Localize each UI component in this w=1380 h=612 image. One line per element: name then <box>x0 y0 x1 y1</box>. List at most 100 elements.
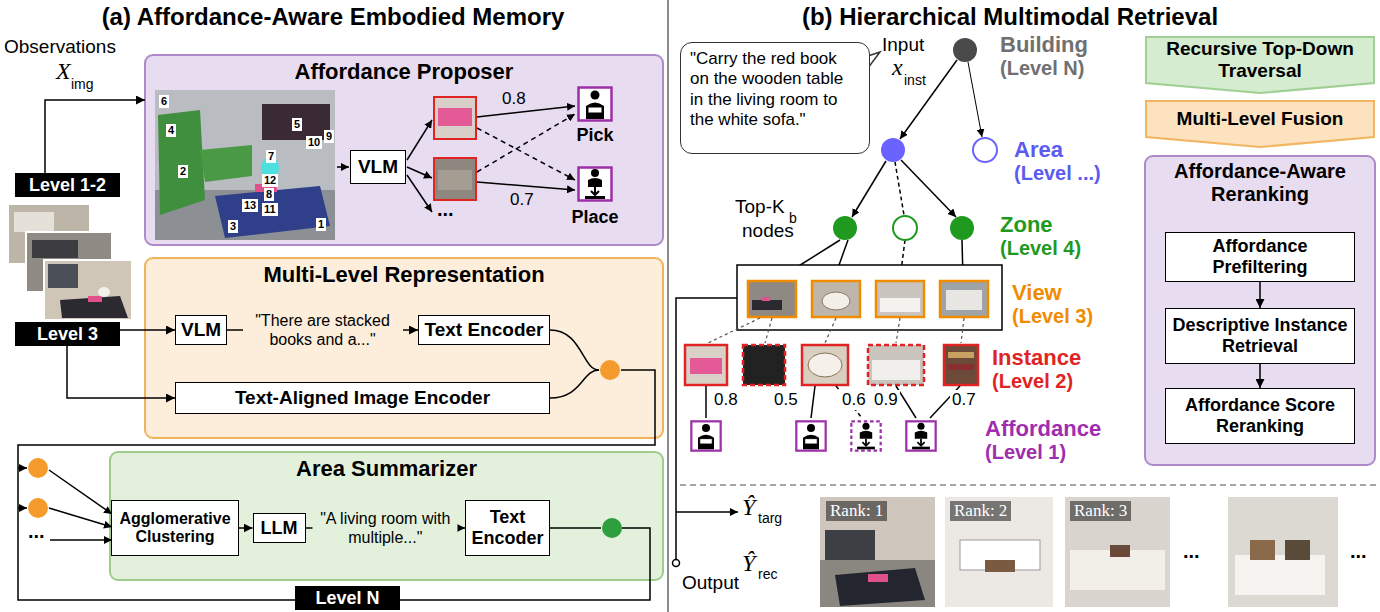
embedding-dots <box>28 498 48 518</box>
instance-crops <box>961 318 964 343</box>
view-thumbnails <box>812 281 860 317</box>
observation-photos <box>98 287 110 297</box>
proposer-wires <box>407 175 432 212</box>
level-tag: Level 1-2 <box>15 173 120 197</box>
callout-number: 12 <box>262 174 278 187</box>
node-label: Place <box>571 207 618 228</box>
observation-photos <box>32 240 78 258</box>
proposer-wires <box>407 167 432 178</box>
connector-arrow <box>45 100 145 173</box>
hierarchy-tree <box>893 216 917 240</box>
hierarchy-tree <box>950 216 974 240</box>
ranked-result-photos <box>825 530 875 560</box>
math-symbol: x <box>892 54 903 82</box>
hierarchy-tree <box>833 216 857 240</box>
instance-crops <box>708 318 964 343</box>
model-box: VLM <box>175 315 227 345</box>
node-label: Level N <box>315 588 379 609</box>
object-crops <box>438 170 472 190</box>
panel-frame <box>110 452 663 580</box>
stage-banner: Multi-Level Fusion <box>1145 100 1375 148</box>
callout-number: 6 <box>159 95 169 108</box>
ranked-result-photos <box>1285 540 1310 560</box>
stage-banner: Recursive Top-Down Traversal <box>1145 36 1375 94</box>
view-thumbnails <box>940 281 988 317</box>
instance-crops <box>765 318 772 343</box>
affordance-icon-drawing <box>906 421 935 450</box>
callout-number: 10 <box>306 136 322 149</box>
encoder-box: Text Encoder <box>465 500 550 556</box>
level-name: Instance <box>992 345 1081 370</box>
instance-crops <box>685 318 978 385</box>
observation-photos <box>60 296 128 318</box>
math-subscript: inst <box>904 72 926 88</box>
room-screenshot <box>262 104 330 140</box>
proposer-wires <box>337 166 349 168</box>
connector-arrow <box>1259 282 1261 308</box>
affordance-icon-drawing <box>851 421 880 450</box>
callout-number: 13 <box>242 199 258 212</box>
math-symbol: X <box>56 58 71 86</box>
top-k-label: nodes <box>742 220 794 242</box>
score-label: 0.5 <box>772 390 800 410</box>
score-label: 0.7 <box>508 190 536 210</box>
node-label: VLM <box>358 156 398 178</box>
input-label: Input <box>882 34 924 56</box>
panel-heading: Area Summarizer <box>110 456 663 481</box>
hierarchy-tree <box>953 38 977 62</box>
math-subscript: img <box>71 76 94 92</box>
node-label: Multi-Level Fusion <box>1177 108 1344 130</box>
output-wire <box>673 298 739 567</box>
object-crops <box>434 97 476 200</box>
section-separator <box>680 484 1376 486</box>
ranked-result-photos <box>1250 540 1275 560</box>
affordance-icon: Pick <box>565 86 625 148</box>
affordance-links <box>706 386 960 418</box>
room-screenshot <box>215 186 330 238</box>
output-wire <box>673 560 680 567</box>
node-label: Pick <box>576 125 613 146</box>
object-crops <box>434 158 476 200</box>
panel-heading: Affordance Proposer <box>145 59 663 84</box>
proposer-wires <box>477 182 575 190</box>
step-box: Affordance Prefiltering <box>1165 232 1355 282</box>
affordance-icon-drawing <box>579 88 612 121</box>
fusion-wires <box>50 539 112 541</box>
affordance-icon-drawing <box>796 421 825 450</box>
callout-number: 4 <box>166 124 176 137</box>
level-number: (Level N) <box>1000 57 1084 80</box>
ranked-result-photos <box>1110 545 1130 557</box>
fusion-wires <box>49 470 112 514</box>
level-tag: Level 3 <box>15 322 120 346</box>
affordance-icon-drawing <box>691 421 935 450</box>
connector-arrow <box>1259 364 1261 388</box>
node-label: Text Encoder <box>471 507 544 548</box>
input-label: Observations <box>4 36 116 58</box>
instance-crops <box>685 345 727 385</box>
proposer-wires <box>407 120 432 160</box>
callout-number: 1 <box>316 218 326 231</box>
view-thumbnails <box>762 297 770 301</box>
callout-number: 3 <box>228 220 238 233</box>
embedding-dots <box>602 518 622 538</box>
math-subscript: rec <box>758 566 777 582</box>
ranked-result-photos <box>868 574 888 582</box>
instance-crops <box>872 360 920 380</box>
step-box: Affordance Score Reranking <box>1165 388 1355 444</box>
node-label: Recursive Top-Down Traversal <box>1153 38 1367 82</box>
affordance-icon: Place <box>565 166 625 230</box>
ellipsis: ... <box>437 198 454 221</box>
fusion-wires <box>550 527 601 529</box>
level-name: Affordance <box>985 416 1101 441</box>
level-name: Zone <box>1000 212 1053 237</box>
instance-crops <box>948 352 974 358</box>
score-label: 0.6 <box>840 390 868 410</box>
object-crops <box>434 97 476 139</box>
level-name: Area <box>1014 137 1063 162</box>
instance-crops <box>802 345 848 385</box>
output-label: Output <box>682 572 739 594</box>
view-thumbnails <box>748 281 796 317</box>
ranked-result-photos <box>820 560 935 607</box>
instance-crops <box>944 345 978 385</box>
node-label: Agglomerative Clustering <box>117 510 233 547</box>
